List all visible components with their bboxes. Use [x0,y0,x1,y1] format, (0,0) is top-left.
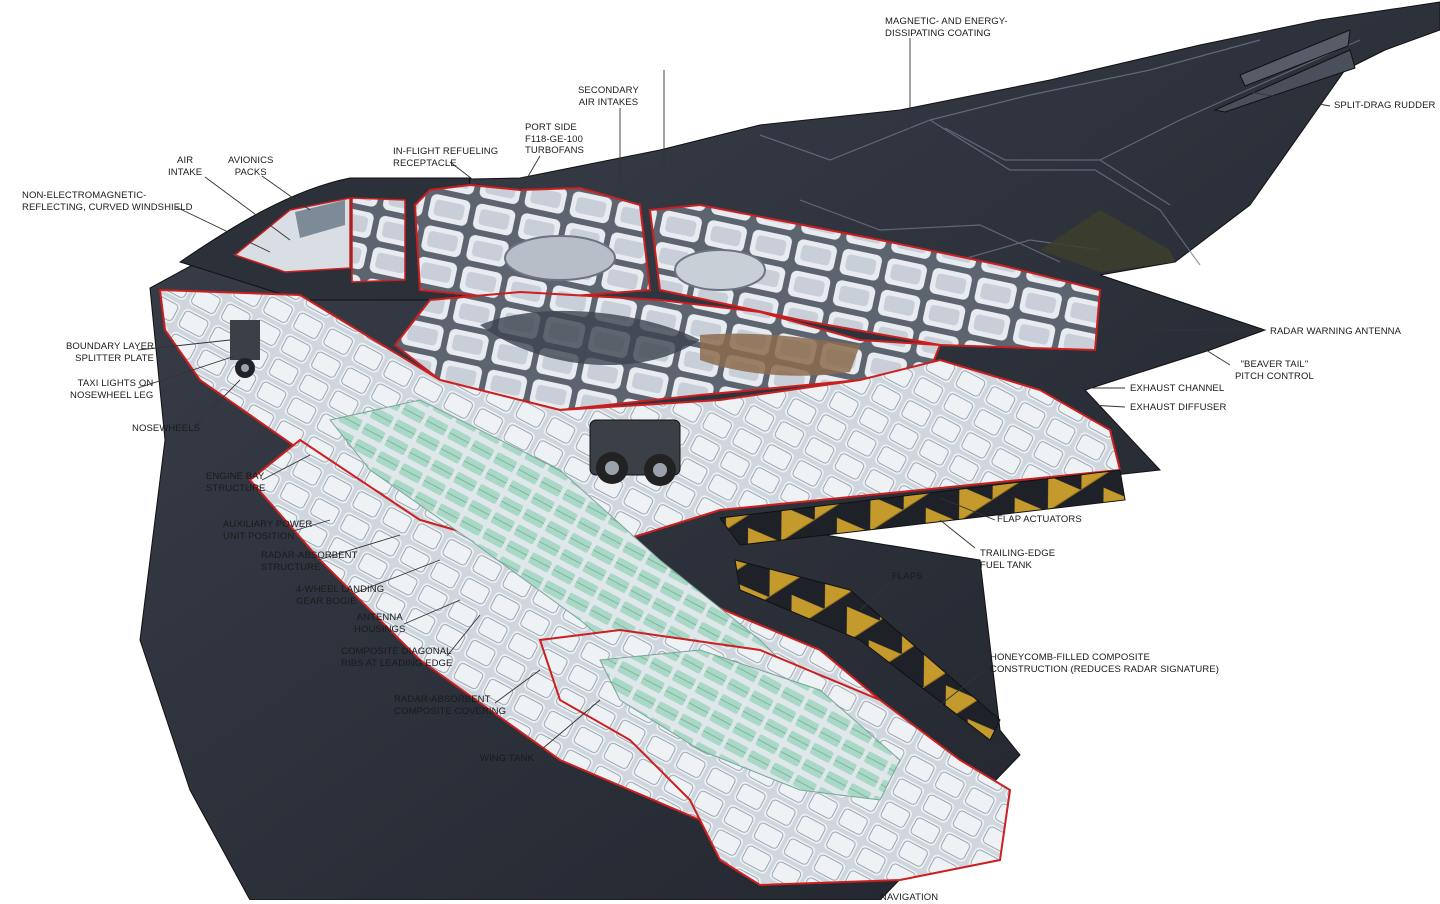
label-secondary-air-intakes: SECONDARY AIR INTAKES [578,85,639,108]
label-line: WING TANK [480,753,534,764]
label-line: SPLITTER PLATE [75,352,154,364]
label-line: EXHAUST DIFFUSER [1130,402,1227,413]
wing-tank-cutaway [538,628,1012,887]
label-line: RADAR WARNING ANTENNA [1270,326,1402,337]
label-radar-absorbent-structure: RADAR-ABSORBENT STRUCTURE [261,550,358,573]
exhaust-duct-cutaway [393,290,942,412]
label-splitter-plate: BOUNDARY LAYER SPLITTER PLATE [66,341,154,364]
label-line: COMPOSITE COVERING [394,705,507,717]
label-wing-tank: WING TANK [480,753,534,765]
label-line: TRAILING-EDGE [980,548,1056,559]
leader-lines [137,38,1331,756]
label-line: AIR INTAKES [578,96,639,108]
label-honeycomb: HONEYCOMB-FILLED COMPOSITE CONSTRUCTION … [990,652,1219,675]
label-line: "BEAVER TAIL" [1240,359,1309,370]
label-line: DISSIPATING COATING [885,27,991,39]
label-apu-position: AUXILIARY POWER UNIT POSITION [223,519,312,542]
label-line: F118-GE-100 [525,133,583,145]
label-diagonal-ribs: COMPOSITE DIAGONAL RIBS AT LEADING EDGE [341,646,452,669]
label-line: FUEL TANK [980,559,1032,571]
label-windshield: NON-ELECTROMAGNETIC- REFLECTING, CURVED … [22,190,193,213]
label-antenna-housings: ANTENNA HOUSINGS [354,612,405,635]
label-line: EXHAUST CHANNEL [1130,383,1225,394]
label-line: AVIONICS [228,155,274,166]
label-line: RADAR-ABSORBENT [261,550,358,561]
label-line: CONSTRUCTION (REDUCES RADAR SIGNATURE) [990,663,1219,675]
label-line: IN-FLIGHT REFUELING [393,146,499,157]
flaps [719,469,1126,741]
label-line: PACKS [234,166,267,178]
label-line: RIBS AT LEADING EDGE [341,657,453,669]
label-line: UNIT POSITION [223,530,295,542]
label-line: BOUNDARY LAYER [66,341,154,352]
label-line: TURBOFANS [525,145,584,156]
label-line: RECEPTACLE [393,157,457,169]
label-air-intake: AIR INTAKE [168,155,202,178]
label-port-turbofans: PORT SIDE F118-GE-100 TURBOFANS [525,122,584,157]
label-radar-covering: RADAR-ABSORBENT COMPOSITE COVERING [394,694,506,717]
main-landing-gear [589,419,681,486]
label-navigation: NAVIGATION [880,892,938,904]
label-line: SECONDARY [578,85,639,96]
label-beaver-tail: "BEAVER TAIL" PITCH CONTROL [1235,359,1314,382]
label-line: MAGNETIC- AND ENERGY- [885,16,1008,27]
label-line: NON-ELECTROMAGNETIC- [22,190,147,201]
label-line: NAVIGATION [880,892,939,903]
label-line: AIR [177,155,194,166]
split-drag-rudder [1213,49,1356,113]
label-split-drag-rudder: SPLIT-DRAG RUDDER [1334,100,1435,112]
label-line: REFLECTING, CURVED WINDSHIELD [22,201,193,213]
label-line: HONEYCOMB-FILLED COMPOSITE [990,652,1150,663]
label-radar-warning-antenna: RADAR WARNING ANTENNA [1270,326,1401,338]
label-exhaust-channel: EXHAUST CHANNEL [1130,383,1224,395]
label-line: NOSEWHEEL LEG [70,389,154,401]
label-exhaust-diffuser: EXHAUST DIFFUSER [1130,402,1226,414]
label-line: ANTENNA [356,612,403,623]
label-nosewheels: NOSEWHEELS [132,423,200,435]
label-engine-bay-structure: ENGINE BAY STRUCTURE [206,471,265,494]
label-line: TAXI LIGHTS ON [77,378,154,389]
label-line: STRUCTURE [206,482,266,494]
label-line: 4-WHEEL LANDING [296,584,385,595]
label-line: PITCH CONTROL [1235,370,1314,382]
label-line: GEAR BOGIE [296,595,357,607]
label-line: FLAPS [892,571,923,582]
engine-bay-cutaway [413,183,1102,352]
label-gear-bogie: 4-WHEEL LANDING GEAR BOGIE [296,584,384,607]
label-line: NOSEWHEELS [132,423,201,434]
label-line: PORT SIDE [525,122,577,133]
label-taxi-lights: TAXI LIGHTS ON NOSEWHEEL LEG [70,378,153,401]
label-line: AUXILIARY POWER [223,519,313,530]
label-flaps: FLAPS [892,571,923,583]
label-line: COMPOSITE DIAGONAL [341,646,452,657]
label-line: ENGINE BAY [206,471,265,482]
label-line: RADAR-ABSORBENT [394,694,491,705]
label-line: HOUSINGS [354,623,406,635]
label-line: FLAP ACTUATORS [997,514,1082,525]
label-line: SPLIT-DRAG RUDDER [1334,100,1436,111]
label-refueling-receptacle: IN-FLIGHT REFUELING RECEPTACLE [393,146,498,169]
label-flap-actuators: FLAP ACTUATORS [997,514,1082,526]
label-avionics-packs: AVIONICS PACKS [228,155,274,178]
cockpit-section [178,177,471,301]
label-trailing-edge-tank: TRAILING-EDGE FUEL TANK [980,548,1055,571]
label-line: STRUCTURE [261,561,321,573]
label-magnetic-coating: MAGNETIC- AND ENERGY- DISSIPATING COATIN… [885,16,1008,39]
label-line: INTAKE [168,166,203,178]
nose-gear [230,320,260,378]
